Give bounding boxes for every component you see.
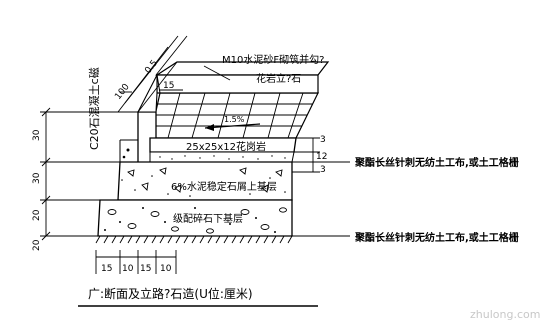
geotextile-callout-1: 聚酯长丝针刺无纺土工布,或土工格栅 (292, 156, 519, 169)
top-dimension-lines (117, 35, 188, 113)
lower-base-layer: 级配碎石下基层 (97, 199, 293, 237)
bottom-dimension-chain (95, 250, 177, 274)
side-concrete-label: C20石混凝土c磁 (87, 67, 101, 150)
slope-label: 1.5% (224, 115, 245, 124)
paver-layer: 25x25x12花岗岩 (149, 137, 297, 153)
dim-bottom-1: 15 (101, 264, 112, 274)
lower-base-label: 级配碎石下基层 (173, 212, 243, 225)
dim-right-12: 12 (316, 152, 327, 162)
geotextile-label-1: 聚酯长丝针刺无纺土工布,或土工格栅 (354, 156, 519, 169)
leader-top (203, 65, 231, 81)
paver-label: 25x25x12花岗岩 (186, 140, 266, 153)
subgrade-hatching (95, 235, 295, 244)
curb-stone-label: 花岩立?石 (256, 72, 301, 85)
dim-left-1: 30 (32, 129, 42, 141)
drawing-title: 广:断面及立路?石造(U位:厘米) (88, 286, 253, 301)
geotextile-callout-2: 聚酯长丝针刺无纺土工布,或土工格栅 (292, 231, 519, 244)
geotextile-label-2: 聚酯长丝针刺无纺土工布,或土工格栅 (354, 231, 519, 244)
dim-bottom-2: 10 (122, 264, 134, 274)
upper-base-layer: 6%水泥稳定石屑上基层 (117, 161, 293, 201)
dim-right-3a: 3 (320, 135, 326, 145)
mortar-bed (149, 151, 295, 163)
dim-left-3: 20 (32, 209, 42, 221)
dim-bottom-3: 15 (140, 264, 151, 274)
dim-left-4: 20 (32, 239, 42, 251)
dim-right-3b: 3 (320, 165, 326, 175)
slope-indicator: 1.5% (204, 115, 261, 131)
dim-left-2: 30 (32, 172, 42, 184)
side-concrete-edge (119, 139, 138, 162)
upper-base-label: 6%水泥稳定石屑上基层 (171, 180, 277, 193)
watermark: zhulong.com (470, 308, 540, 321)
top-note-mortar: M10水泥砂F砌筑并勾? (222, 53, 324, 66)
dim-bottom-4: 10 (160, 264, 172, 274)
left-dimension-chain (40, 107, 138, 241)
dim-top-curb: 15 (163, 81, 174, 91)
